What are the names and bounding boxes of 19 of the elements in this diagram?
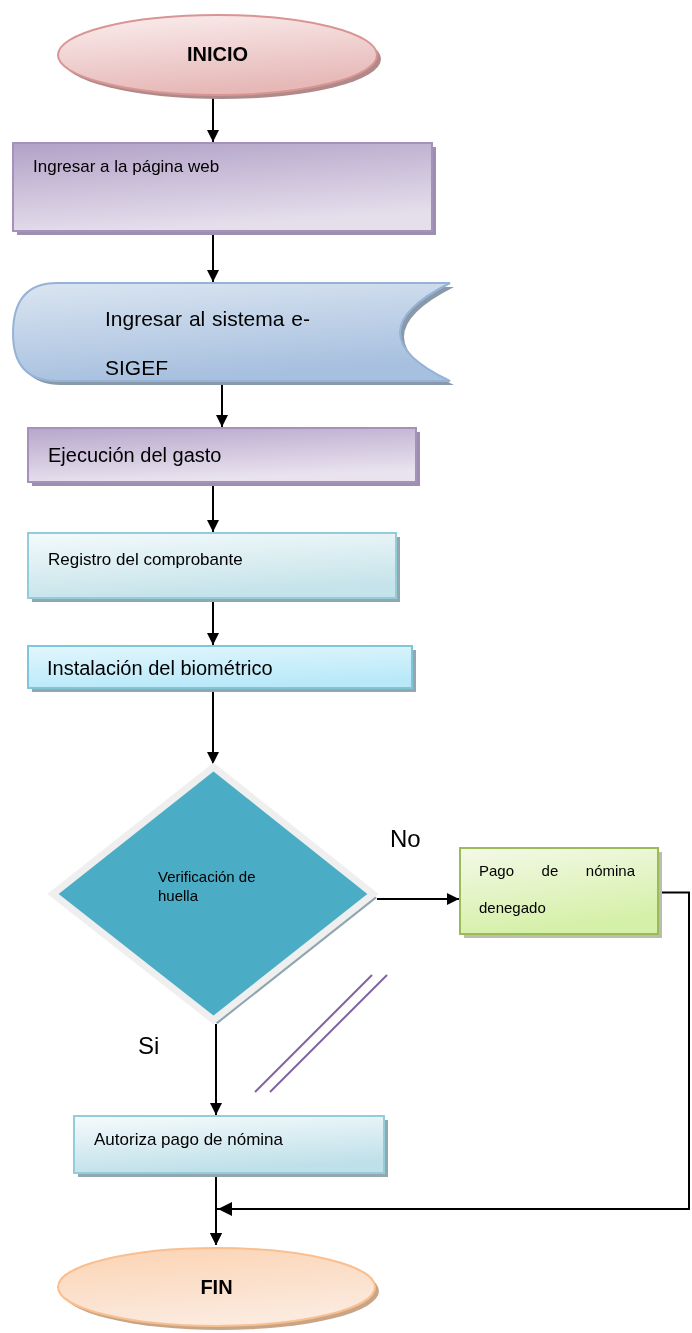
process-box: [27, 645, 416, 692]
decision-diamond: [50, 764, 377, 1024]
node-text: Registro del comprobante: [48, 549, 244, 571]
node-text: Ejecución del gasto: [48, 443, 223, 468]
node-text: Verificación de huella: [158, 868, 257, 906]
node-text: Ingresar al sistema e-SIGEF: [105, 306, 310, 382]
node-text: Autoriza pago de nómina: [94, 1129, 285, 1151]
node-text: Pago de nómina denegado: [479, 861, 635, 918]
process-box: [12, 142, 436, 235]
process-box: [459, 847, 662, 938]
start-terminal: [55, 12, 380, 98]
node-text: Ingresar a la página web: [33, 156, 221, 178]
node-text: Instalación del biométrico: [47, 656, 274, 681]
process-box: [27, 427, 420, 486]
process-box: [73, 1115, 388, 1177]
process-box: [27, 532, 400, 602]
node-text: FIN: [199, 1275, 234, 1300]
node-text: INICIO: [185, 42, 250, 67]
end-terminal: [55, 1245, 378, 1329]
